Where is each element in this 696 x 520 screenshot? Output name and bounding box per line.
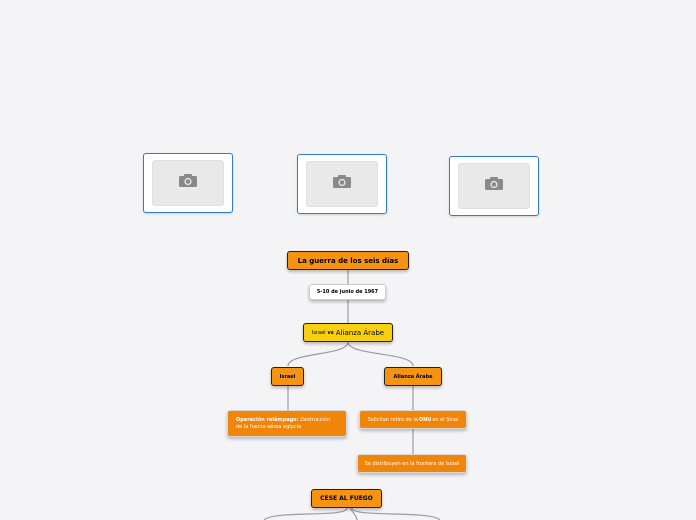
topic-israel-label: Israel [279,373,296,380]
topic-cese-al-fuego-label: CESE AL FUEGO [320,495,373,502]
versus-left-label: Israel [311,329,326,336]
image-placeholder-2[interactable] [297,154,387,214]
topic-retiro-onu[interactable]: Solicitan retiro de la ONU en el Sinaí [359,410,467,429]
link-cease-mid [349,507,358,520]
versus-mid-label: vs [327,329,334,336]
link-cease-left [263,507,348,520]
frontera-label: Se distribuyen en la frontera de Israel [364,460,460,467]
topic-alianza-arabe-label: Alianza Árabe [393,373,433,380]
link-cease-right [351,507,441,520]
image-placeholder-1[interactable] [143,153,233,213]
camera-icon [333,175,351,188]
topic-cese-al-fuego[interactable]: CESE AL FUEGO [311,489,382,508]
retiro-post-label: en el Sinaí [432,416,459,423]
topic-dates-label: 5-10 de junio de 1967 [316,289,379,295]
topic-dates[interactable]: 5-10 de junio de 1967 [309,284,386,300]
operacion-rest-label: Destrucción [298,416,331,423]
camera-icon [485,177,503,190]
operacion-bold-label: Operación relámpago: [236,416,299,423]
topic-alianza-arabe[interactable]: Alianza Árabe [384,367,442,386]
topic-frontera-israel[interactable]: Se distribuyen en la frontera de Israel [357,454,467,473]
retiro-onu-label: ONU [418,416,432,423]
link-versus-alianza [347,341,414,367]
topic-title-label: La guerra de los seis días [297,256,399,265]
retiro-pre-label: Solicitan retiro de la [367,416,418,423]
link-versus-israel [287,341,349,367]
versus-right-label: Alianza Árabe [335,328,385,337]
topic-title[interactable]: La guerra de los seis días [287,251,409,270]
topic-versus[interactable]: Israel vs Alianza Árabe [303,323,393,342]
topic-israel[interactable]: Israel [271,367,304,386]
operacion-line2-label: de la fuerza aérea egipcia [236,423,302,430]
image-placeholder-3[interactable] [449,156,539,216]
camera-icon [179,174,197,187]
topic-operacion-relampago[interactable]: Operación relámpago: Destrucción de la f… [227,410,347,437]
